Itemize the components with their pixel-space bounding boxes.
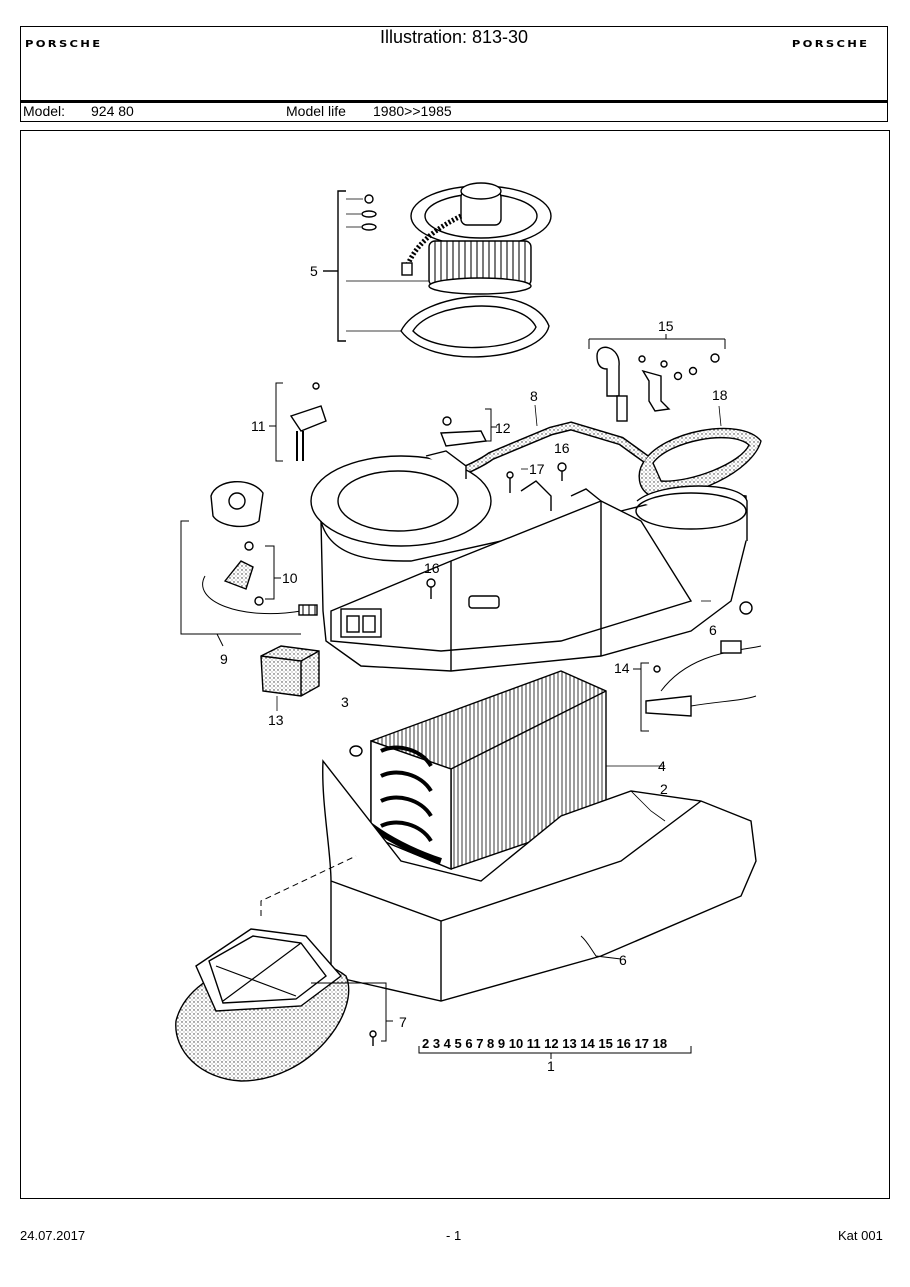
callout-13: 13 xyxy=(268,712,284,728)
callout-18: 18 xyxy=(712,387,728,403)
lower-housing xyxy=(260,745,757,1002)
assembly-bracket xyxy=(418,1046,692,1059)
footer-date: 24.07.2017 xyxy=(20,1228,86,1243)
bracket-hardware xyxy=(588,334,726,422)
upper-housing xyxy=(310,450,748,672)
model-value: 924 80 xyxy=(91,103,134,119)
small-fasteners xyxy=(269,382,567,599)
exploded-parts-diagram: 5 15 18 8 11 12 16 17 16 10 6 9 14 3 13 … xyxy=(175,182,762,1082)
assembly-parts-list: 2 3 4 5 6 7 8 9 10 11 12 13 14 15 16 17 … xyxy=(422,1036,667,1051)
brand-logo-right: PORSCHE xyxy=(791,39,869,50)
model-row: Model: 924 80 Model life 1980>>1985 xyxy=(21,101,887,121)
mounting-plate-and-filter xyxy=(175,928,393,1082)
callout-3: 3 xyxy=(341,694,349,710)
callout-15: 15 xyxy=(658,318,674,334)
callout-10: 10 xyxy=(282,570,298,586)
callout-16-mid: 16 xyxy=(424,560,440,576)
blower-motor-assembly xyxy=(323,182,552,358)
callout-11: 11 xyxy=(251,418,266,434)
callout-5: 5 xyxy=(310,263,318,279)
illustration-title: Illustration: 813-30 xyxy=(379,27,529,47)
callout-17: 17 xyxy=(529,461,545,477)
footer-page: - 1 xyxy=(446,1228,462,1243)
model-life-label: Model life xyxy=(286,103,346,119)
callout-9: 9 xyxy=(220,651,228,667)
callout-7: 7 xyxy=(399,1014,407,1030)
callout-6-bottom: 6 xyxy=(619,952,627,968)
duct-seal xyxy=(638,405,762,498)
model-label: Model: xyxy=(23,103,66,119)
brand-logo-left: PORSCHE xyxy=(25,39,103,50)
callout-14: 14 xyxy=(614,660,630,676)
callout-12: 12 xyxy=(495,420,511,436)
header-box: PORSCHE Illustration: 813-30 PORSCHE Mod… xyxy=(20,26,888,122)
diagram-frame: 5 15 18 8 11 12 16 17 16 10 6 9 14 3 13 … xyxy=(20,130,890,1199)
callout-16-top: 16 xyxy=(554,440,570,456)
footer-catalog: Kat 001 xyxy=(838,1228,883,1243)
filter-block xyxy=(260,645,320,711)
callout-1: 1 xyxy=(547,1058,555,1074)
callout-2: 2 xyxy=(660,781,668,797)
callout-4: 4 xyxy=(658,758,666,774)
header-divider xyxy=(21,100,887,103)
callout-8: 8 xyxy=(530,388,538,404)
callout-6-right: 6 xyxy=(709,622,717,638)
wiring-harness xyxy=(633,600,762,732)
model-life-value: 1980>>1985 xyxy=(373,103,452,119)
switch-assembly xyxy=(180,480,318,647)
